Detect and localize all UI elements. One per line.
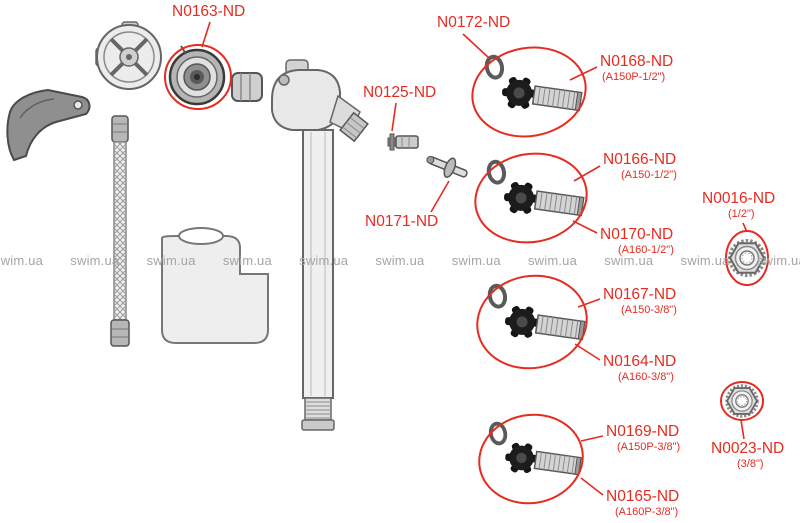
leader-line-n0171 <box>430 180 450 213</box>
part-label-n0170: N0170-ND <box>600 226 674 243</box>
leader-line-n0125 <box>391 102 397 132</box>
leader-line-n0164 <box>574 343 601 361</box>
part-variant-n0166: (A150-1/2") <box>621 169 677 181</box>
valve-body <box>271 59 369 431</box>
leader-line-n0170 <box>572 220 598 234</box>
part-label-n0166: N0166-ND <box>603 151 677 168</box>
highlight-ellipse-n0023 <box>720 381 764 421</box>
cap-nut <box>231 72 263 102</box>
part-variant-n0165: (A160P-3/8") <box>615 506 679 518</box>
inlet-connector <box>339 111 369 143</box>
part-label-n0016: N0016-ND <box>702 190 776 207</box>
highlight-ellipse-n0168 <box>471 46 587 138</box>
part-variant-n0169: (A150P-3/8") <box>617 441 681 453</box>
plunger-pin-part <box>426 155 468 178</box>
highlight-ellipse-n0163 <box>164 44 232 110</box>
float-cup <box>161 227 269 344</box>
fitting-assembly-three-eighths-p <box>480 418 587 485</box>
highlight-ellipse-n0169-n0165 <box>478 413 584 505</box>
part-label-n0163: N0163-ND <box>172 3 246 20</box>
fitting-assembly-half-inch <box>478 156 590 226</box>
valve-cap <box>95 21 162 90</box>
fitting-assembly-three-eighths <box>479 280 591 350</box>
leader-line-n0166 <box>573 165 601 182</box>
leader-line-n0016 <box>742 222 748 233</box>
part-label-n0164: N0164-ND <box>603 353 677 370</box>
highlight-ellipse-n0166-n0170 <box>474 152 588 244</box>
leader-line-n0168 <box>569 66 598 81</box>
part-label-n0167: N0167-ND <box>603 286 677 303</box>
fitting-assembly-half-inch-p <box>476 51 588 121</box>
braided-hose <box>110 115 130 347</box>
part-label-n0023: N0023-ND <box>711 440 785 457</box>
part-label-n0165: N0165-ND <box>606 488 680 505</box>
part-label-n0168: N0168-ND <box>600 53 674 70</box>
hex-nut-half-inch <box>728 239 766 277</box>
part-variant-n0170: (A160-1/2") <box>618 244 674 256</box>
part-variant-n0023: (3/8") <box>737 458 764 470</box>
part-label-n0171: N0171-ND <box>365 213 439 230</box>
leader-line-n0165 <box>580 477 604 496</box>
part-variant-n0016: (1/2") <box>728 208 755 220</box>
diaphragm-part <box>168 45 226 106</box>
leader-line-n0163 <box>201 21 211 48</box>
float-arm <box>6 88 91 162</box>
part-variant-n0164: (A160-3/8") <box>618 371 674 383</box>
part-variant-n0168: (A150P-1/2") <box>602 71 666 83</box>
valve-insert-part <box>387 133 419 151</box>
hex-nut-three-eighths <box>725 384 759 418</box>
leader-line-n0172 <box>462 33 490 59</box>
part-variant-n0167: (A150-3/8") <box>621 304 677 316</box>
highlight-ellipse-n0167-n0164 <box>476 274 588 370</box>
leader-line-n0167 <box>577 298 601 308</box>
part-label-n0172: N0172-ND <box>437 14 511 31</box>
part-label-n0169: N0169-ND <box>606 423 680 440</box>
leader-line-n0169 <box>580 435 604 442</box>
leader-line-n0023 <box>740 419 745 440</box>
part-label-n0125: N0125-ND <box>363 84 437 101</box>
